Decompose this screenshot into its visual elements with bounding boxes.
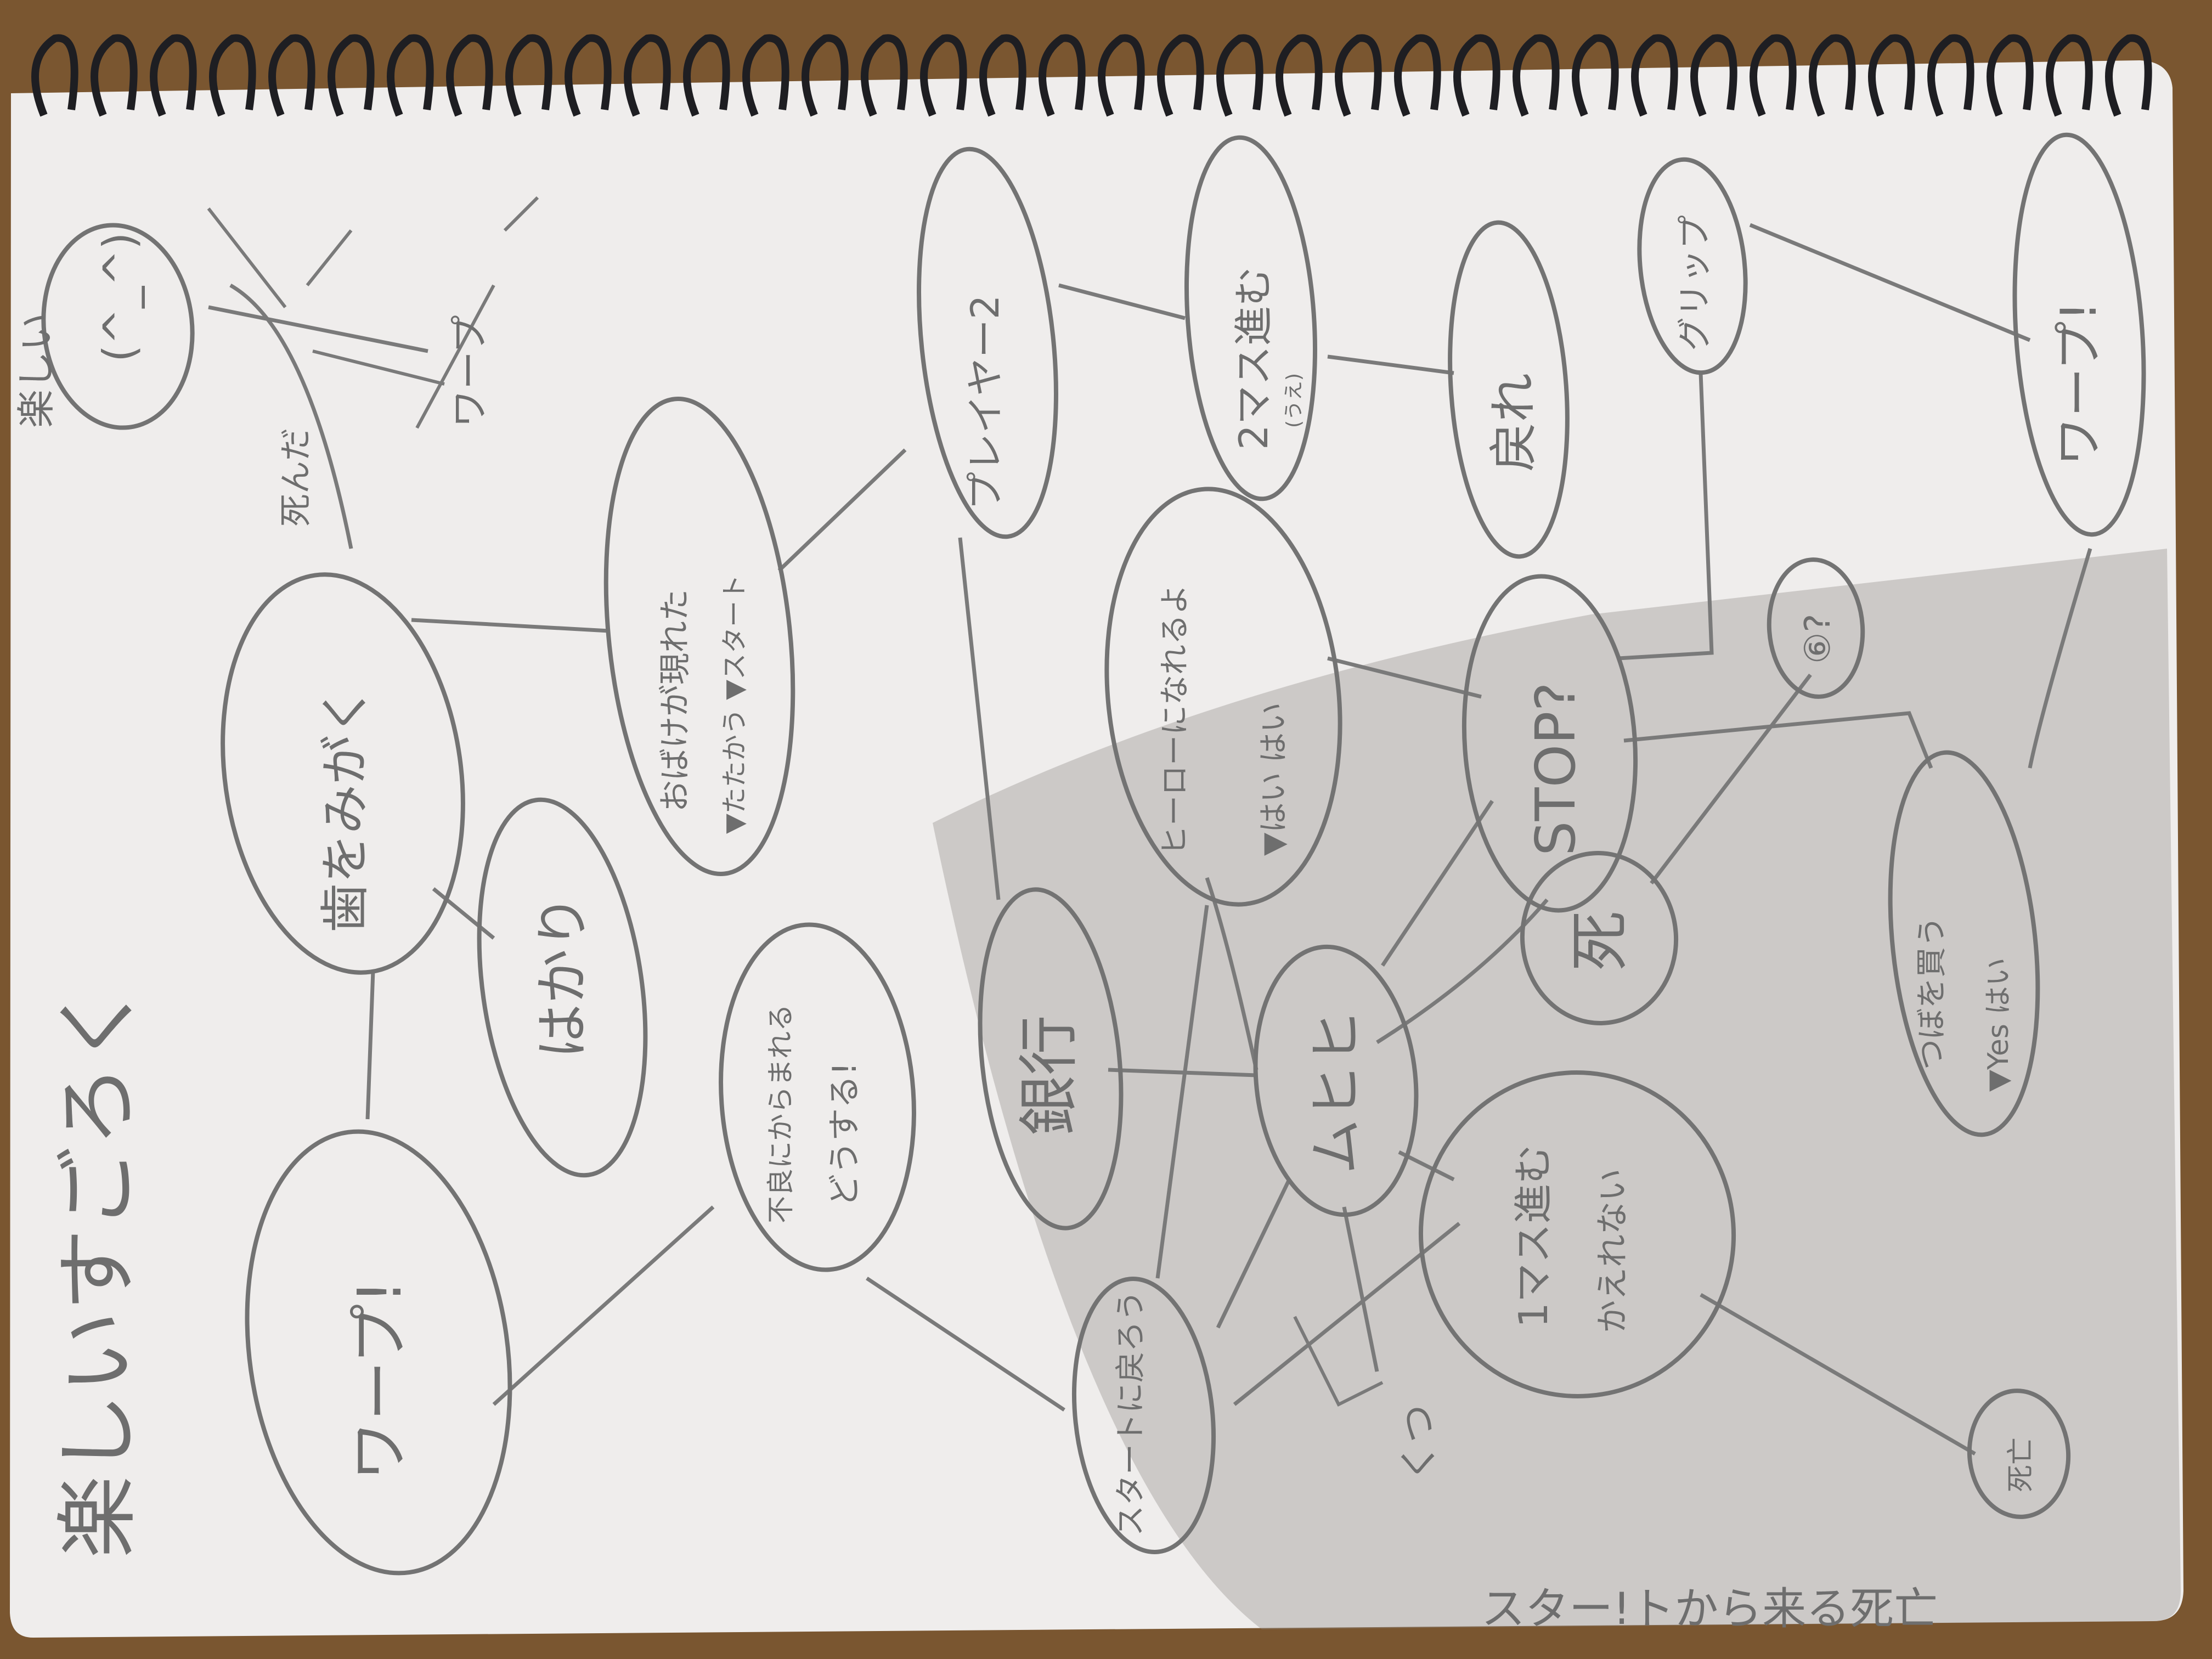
brush-teeth-label: 歯をみがく — [317, 686, 374, 933]
hero-line2: ▼はい はい — [1256, 702, 1291, 856]
spiral-ring — [1572, 34, 1619, 117]
spiral-ring — [268, 34, 315, 117]
spiral-ring — [979, 34, 1026, 117]
spiral-ring — [1927, 34, 1974, 117]
bank-bubble — [978, 887, 1124, 1231]
spiral-ring — [1868, 34, 1915, 117]
grip-label: グリップ — [1674, 215, 1714, 351]
bad-kids-bubble — [719, 922, 916, 1272]
spiral-ring — [1513, 34, 1560, 117]
death-small-label: 死亡 — [2005, 1437, 2036, 1492]
warp-right-label: ワープ! — [2050, 301, 2108, 466]
spiral-ring — [1750, 34, 1797, 117]
buy-line2: ▼Yes はい — [1982, 958, 2015, 1092]
player-two-bubble — [917, 146, 1058, 539]
back-to-start-bubble — [1071, 1277, 1216, 1554]
stop-bubble — [1462, 574, 1638, 913]
one-step-line1: 1マス進む — [1510, 1144, 1556, 1328]
spiral-ring — [2046, 34, 2093, 117]
mystery-label: ⑥? — [1798, 614, 1838, 664]
reset-label: 戻れ — [1485, 373, 1543, 472]
spiral-ring — [209, 34, 256, 117]
stop-label: STOP? — [1523, 682, 1588, 856]
spiral-ring — [1276, 34, 1323, 117]
spiral-ring — [1809, 34, 1856, 117]
hero-line1: ヒーローになれるよ — [1157, 584, 1192, 856]
mystery-bubble — [1767, 557, 1865, 699]
spiral-ring — [861, 34, 908, 117]
ghost-bubble — [603, 397, 795, 876]
advance-two-label: 2マス進む — [1231, 267, 1277, 450]
bank-label: 銀行 — [1014, 1015, 1084, 1136]
connector-lines — [208, 223, 2092, 1456]
start-square-bubble — [1253, 944, 1419, 1217]
warp-left-label: ワープ! — [345, 1280, 415, 1482]
spiral-ring — [328, 34, 375, 117]
spiral-ring — [1631, 34, 1678, 117]
spiral-ring — [565, 34, 612, 117]
spiral-ring — [920, 34, 967, 117]
player-two-label: プレイヤー2 — [963, 295, 1008, 510]
spiral-ring — [1453, 34, 1500, 117]
hero-bubble — [1104, 487, 1342, 907]
spiral-ring — [742, 34, 789, 117]
spiral-ring — [1690, 34, 1737, 117]
spiral-ring — [505, 34, 552, 117]
grip-bubble — [1637, 157, 1748, 375]
spiral-ring — [446, 34, 493, 117]
warp-side-label: ワープ — [447, 315, 492, 428]
buy-line1: つぼを買う — [1914, 916, 1950, 1070]
spiral-ring — [1335, 34, 1382, 117]
spiral-ring — [1394, 34, 1441, 117]
smiley-caption: 楽しい — [14, 313, 59, 428]
spiral-binding — [31, 34, 2152, 117]
paper-shadow — [933, 549, 2181, 1629]
doodle-lines — [207, 196, 1384, 1407]
hakari-bubble — [477, 797, 648, 1178]
warp-bubble-right — [2012, 132, 2146, 537]
ghost-line1: おばけが現れた — [656, 589, 693, 812]
spiral-ring — [387, 34, 434, 117]
advance-two-note: (うえ) — [1283, 373, 1305, 428]
spiral-ring — [150, 34, 197, 117]
spiral-ring — [624, 34, 671, 117]
spiral-ring — [1098, 34, 1145, 117]
smiley-bubble — [41, 223, 195, 430]
bad-kids-line1: 不良にからまれる — [765, 1004, 797, 1223]
dead-label: 死んだ — [277, 428, 315, 527]
one-step-line2: かえれない — [1594, 1169, 1632, 1333]
notebook-paper — [10, 60, 2183, 1638]
one-step-bubble — [1418, 1070, 1736, 1398]
ghost-line2: ▼たたかう ▼スタート — [719, 574, 750, 834]
arrow-back-note: くつ — [1396, 1404, 1441, 1481]
start-square-label: ムヒヒ — [1304, 1009, 1368, 1174]
spiral-ring — [2105, 34, 2152, 117]
spiral-ring — [1039, 34, 1086, 117]
death-label: 死 — [1565, 911, 1635, 971]
spiral-ring — [1216, 34, 1263, 117]
reset-bubble — [1448, 220, 1570, 559]
warp-bubble-left — [245, 1129, 512, 1576]
brush-teeth-bubble — [221, 572, 465, 975]
death-small-bubble — [1967, 1389, 2071, 1519]
bottom-caption: スター!トから来る死亡 — [1481, 1583, 1938, 1634]
smiley-face-label: (^_^) — [94, 233, 145, 362]
advance-two-bubble — [1184, 135, 1318, 501]
bad-kids-line2: どうする! — [826, 1062, 864, 1207]
page-title: 楽しいすごろく — [50, 982, 146, 1558]
spiral-ring — [1987, 34, 2034, 117]
spiral-ring — [683, 34, 730, 117]
buy-bubble — [1888, 750, 2040, 1137]
spiral-ring — [91, 34, 138, 117]
spiral-ring — [802, 34, 849, 117]
death-bubble — [1520, 851, 1679, 1025]
back-to-start-label: スタートに戻ろう — [1113, 1290, 1149, 1536]
spiral-ring — [1157, 34, 1204, 117]
spiral-ring — [31, 34, 78, 117]
hakari-label: はかり — [531, 894, 595, 1059]
